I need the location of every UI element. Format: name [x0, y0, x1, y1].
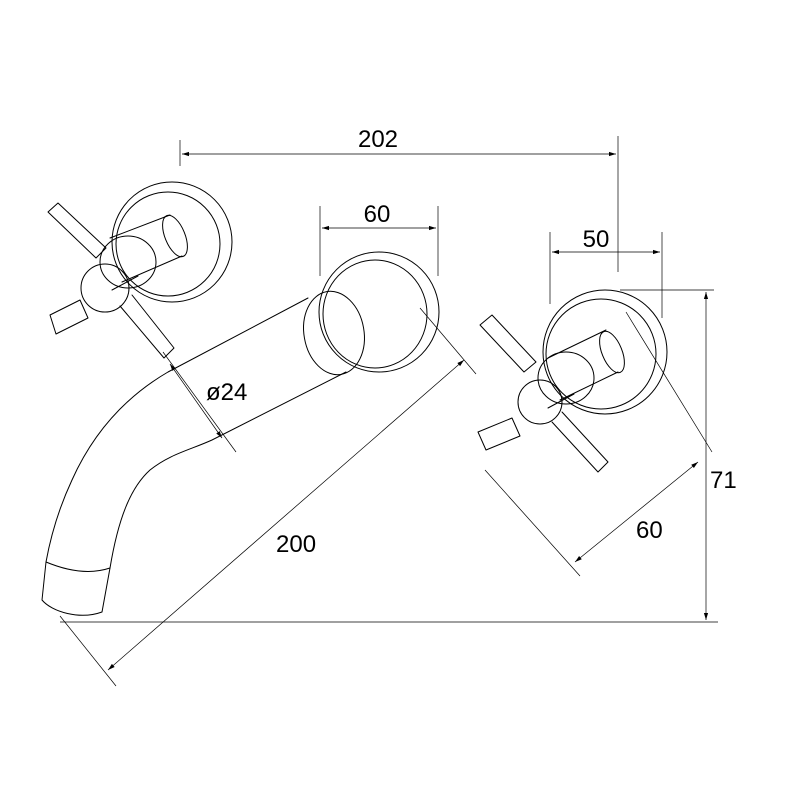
right-handle-rosette [542, 289, 668, 415]
spout-rosette-inner [322, 259, 428, 369]
dim-label-71: 71 [710, 467, 737, 494]
left-handle-cross [47, 202, 175, 359]
dimension-overall-width: 202 [179, 126, 619, 272]
spout-outlet [45, 561, 111, 572]
dimension-height: 71 [60, 289, 737, 623]
spout-body [41, 297, 347, 616]
spout-rosette [318, 251, 440, 373]
dim-label-dia24: ø24 [206, 379, 247, 406]
dimension-spout-diameter: ø24 [162, 351, 247, 453]
left-handle-stem [99, 214, 188, 289]
dim-label-200: 200 [276, 531, 316, 558]
left-handle [47, 181, 233, 359]
right-handle-stem [537, 329, 625, 405]
dimension-handle-depth: 60 [484, 311, 713, 577]
dimension-handle-spacing: 50 [549, 226, 663, 318]
dim-label-60-top: 60 [364, 201, 391, 228]
dimension-spout-length: 200 [59, 307, 477, 687]
left-handle-rosette-inner [115, 191, 221, 297]
right-handle [477, 289, 668, 473]
dimension-spout-flange: 60 [319, 201, 439, 276]
dim-label-50: 50 [583, 226, 610, 253]
dim-label-202: 202 [358, 126, 398, 153]
left-handle-rosette [111, 181, 233, 303]
right-handle-rosette-inner [545, 298, 657, 410]
dim-label-60-right: 60 [636, 517, 663, 544]
